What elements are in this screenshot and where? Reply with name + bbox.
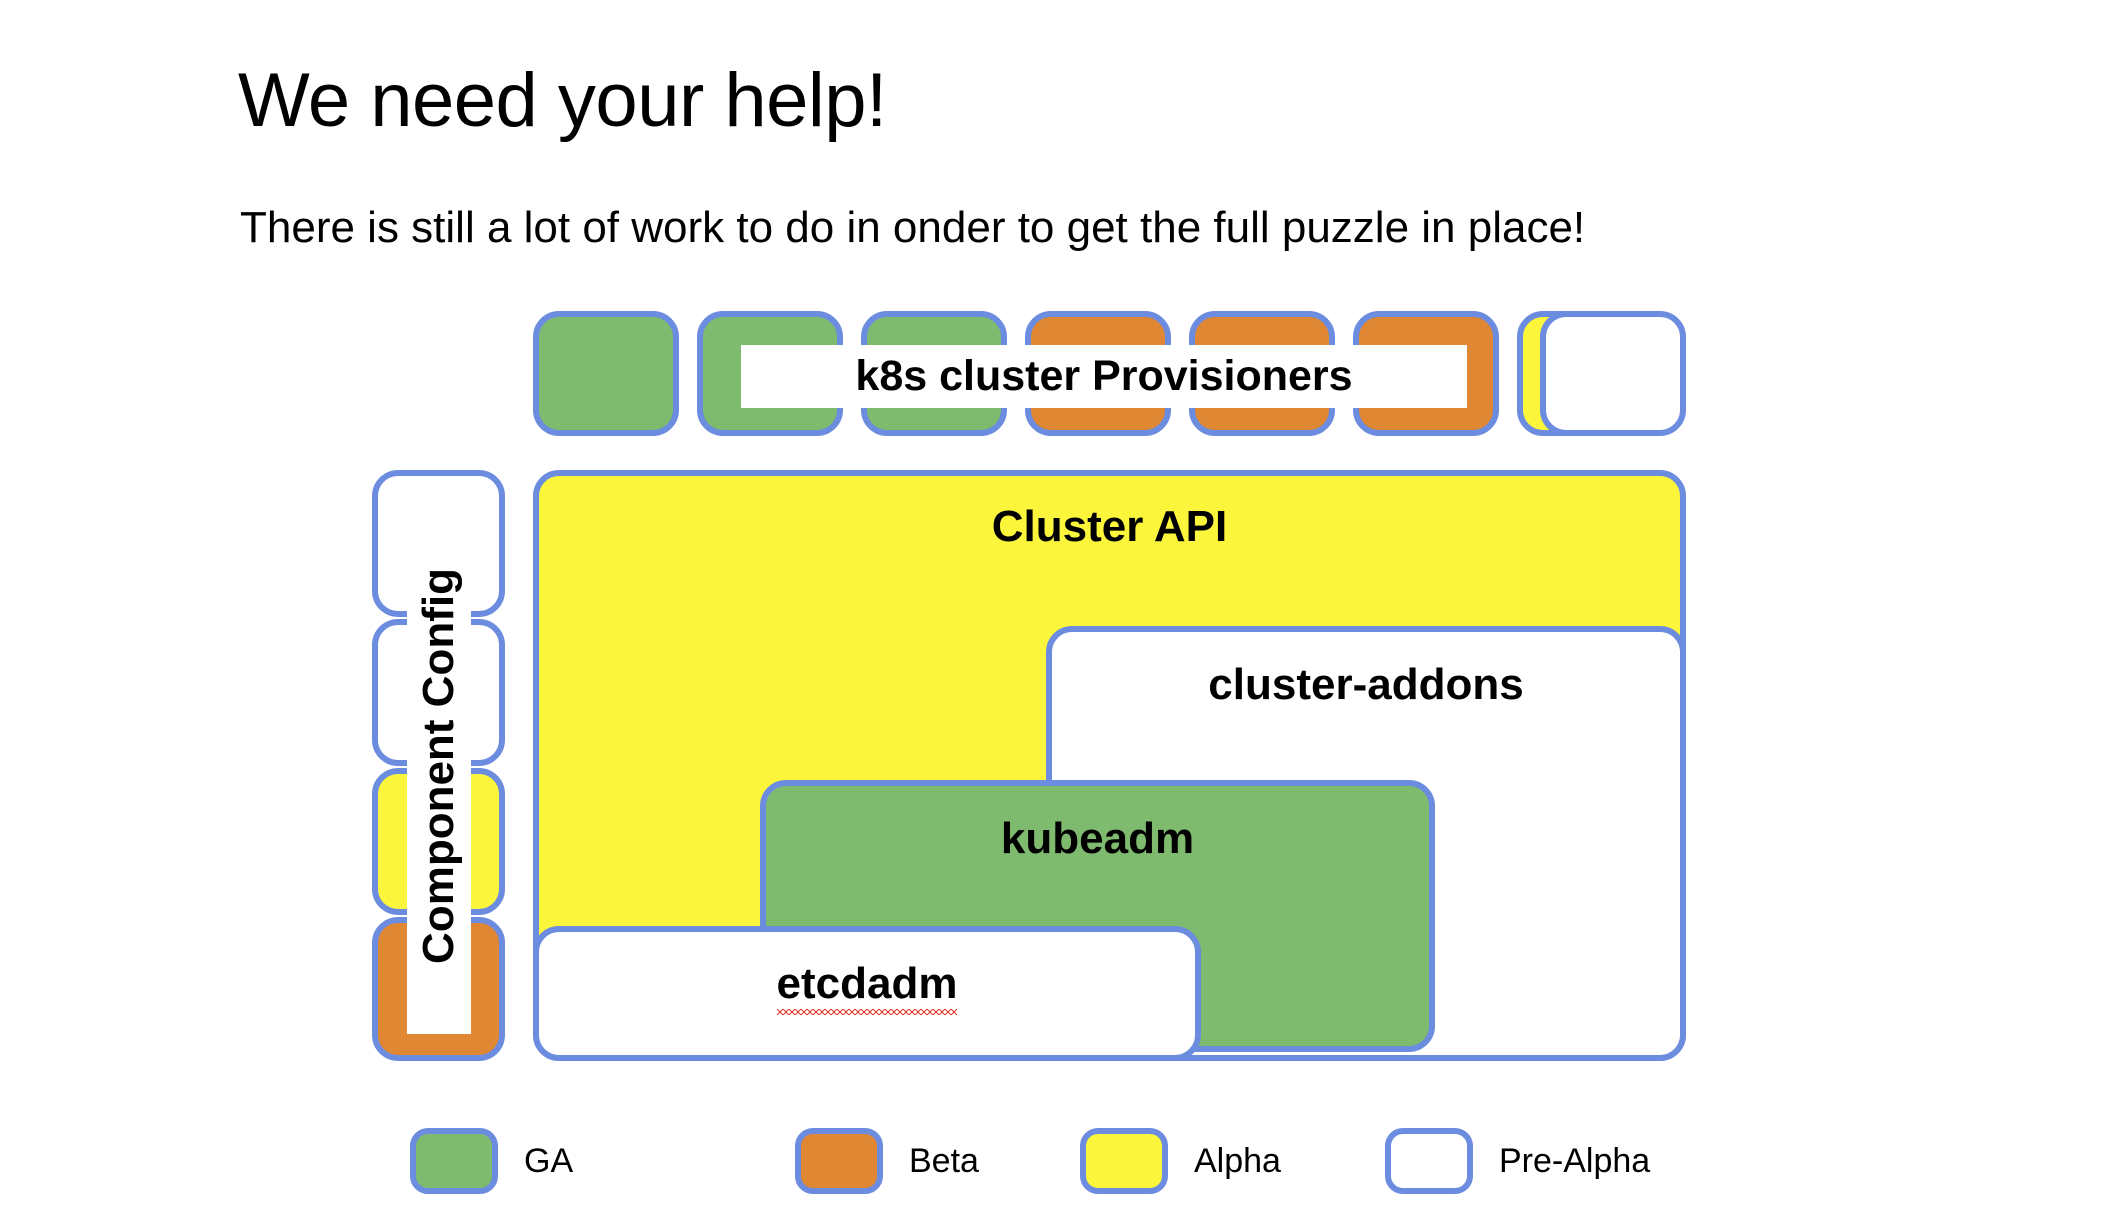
legend-swatch-alpha	[1080, 1128, 1168, 1194]
provisioner-chip-1[interactable]	[533, 311, 679, 436]
legend-label-beta: Beta	[909, 1141, 979, 1180]
component-config-label-plate: Component Config	[407, 498, 471, 1034]
legend-item-beta: Beta	[795, 1128, 979, 1194]
provisioner-chip-8[interactable]	[1540, 311, 1686, 436]
page-title: We need your help!	[238, 57, 887, 143]
legend-swatch-pre-alpha	[1385, 1128, 1473, 1194]
component-config-label: Component Config	[414, 568, 464, 964]
legend-item-pre-alpha: Pre-Alpha	[1385, 1128, 1650, 1194]
cluster-api-label: Cluster API	[991, 502, 1228, 551]
legend-swatch-ga	[410, 1128, 498, 1194]
etcdadm-label: etcdadm	[776, 959, 957, 1015]
etcdadm-label-wrap: etcdadm	[539, 959, 1195, 1015]
kubeadm-label: kubeadm	[1000, 814, 1195, 863]
provisioner-title: k8s cluster Provisioners	[741, 345, 1467, 408]
page-subtitle: There is still a lot of work to do in on…	[240, 203, 1586, 252]
legend-item-alpha: Alpha	[1080, 1128, 1281, 1194]
cluster-addons-label: cluster-addons	[1208, 660, 1524, 709]
legend-label-pre-alpha: Pre-Alpha	[1499, 1141, 1651, 1180]
legend-item-ga: GA	[410, 1128, 573, 1194]
legend-label-alpha: Alpha	[1194, 1141, 1281, 1180]
etcdadm-box[interactable]: etcdadm	[533, 926, 1201, 1061]
legend-label-ga: GA	[524, 1141, 574, 1180]
legend-swatch-beta	[795, 1128, 883, 1194]
